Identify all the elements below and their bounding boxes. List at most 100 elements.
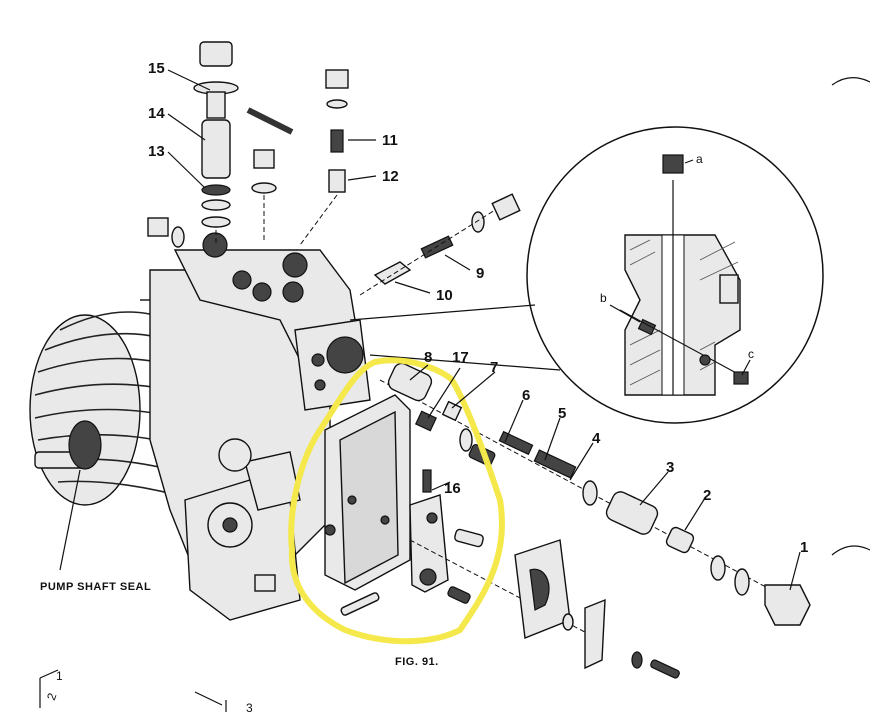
bracket-clip <box>584 598 606 670</box>
bracket-channel <box>339 410 399 585</box>
part-7-seat <box>441 400 463 422</box>
cover-plate-assembly <box>514 539 680 679</box>
label-12: 12 <box>382 168 399 185</box>
top-stack-parts <box>193 41 294 246</box>
drain-plug <box>254 574 276 592</box>
clip-screw <box>650 659 680 679</box>
margin-marks: 1 2 3 <box>39 669 253 712</box>
bore-small-2 <box>314 379 326 391</box>
page-arc-top <box>831 77 870 86</box>
label-6: 6 <box>522 387 530 404</box>
bore-small-1 <box>311 353 325 367</box>
part-2-seat <box>665 526 695 554</box>
bracket-hole-2 <box>380 515 390 525</box>
part-13-ring <box>201 184 231 196</box>
part-5-spring <box>533 449 577 479</box>
part-17-plug <box>414 410 438 432</box>
bracket-hole-1 <box>347 495 357 505</box>
label-7: 7 <box>490 359 498 376</box>
label-10: 10 <box>436 287 453 304</box>
boss <box>218 438 252 472</box>
lever-pivot <box>426 512 438 524</box>
gear-hub <box>222 517 238 533</box>
detail-hatch <box>629 239 739 386</box>
pump-housing <box>29 232 371 621</box>
left-washer <box>171 226 185 248</box>
lever-arm <box>409 494 449 593</box>
port-c <box>282 281 304 303</box>
part-8-sleeve <box>387 362 433 402</box>
washer-13c <box>201 216 231 228</box>
washer-11 <box>326 99 348 109</box>
label-2: 2 <box>703 487 711 504</box>
stem <box>206 91 226 119</box>
part-14-sleeve <box>201 119 231 179</box>
bracket-bolt <box>454 528 484 548</box>
label-11: 11 <box>382 132 398 149</box>
washer-2b <box>710 555 726 581</box>
guide-line-3 <box>299 194 338 246</box>
plate-washer <box>562 613 574 631</box>
detail-inset <box>349 126 824 424</box>
washer-7b <box>459 428 473 452</box>
part-11-spring <box>330 129 344 153</box>
margin-mark-3: 3 <box>246 701 253 712</box>
port-top <box>282 252 308 278</box>
gear-flange <box>244 451 301 511</box>
bracket-screw <box>447 586 471 604</box>
clip-washer <box>631 651 643 669</box>
detail-label-a: a <box>696 152 703 166</box>
plug-11-top <box>325 69 349 89</box>
pump-shaft-seal-label: PUMP SHAFT SEAL <box>40 581 151 593</box>
small-washer <box>251 182 277 194</box>
label-1: 1 <box>800 539 808 556</box>
bracket-hole-3 <box>324 524 336 536</box>
small-nut <box>253 149 275 169</box>
washer-1b <box>734 568 750 596</box>
part-10-needle <box>373 261 412 285</box>
label-13: 13 <box>148 143 165 160</box>
part-9-plug <box>491 193 521 221</box>
parts-9-10 <box>359 193 521 296</box>
left-plug <box>147 217 169 237</box>
top-nut <box>199 41 233 67</box>
cover-plate-slot <box>529 568 550 611</box>
leader-detail-upper <box>349 304 536 321</box>
exploded-row-1-8 <box>379 362 811 626</box>
detail-diagonal <box>619 309 741 376</box>
pump-shaft-seal <box>68 420 102 470</box>
detail-plug-a <box>662 154 684 174</box>
detail-plug-c <box>733 371 749 385</box>
leader-detail-lower <box>369 354 561 371</box>
part-12-poppet <box>328 169 346 193</box>
part-4-ring <box>582 480 598 506</box>
margin-mark-2: 2 <box>44 691 60 702</box>
leader-lines <box>59 69 801 591</box>
detail-label-c: c <box>748 347 754 361</box>
port-left <box>202 232 228 258</box>
page-arc-bottom <box>831 545 870 556</box>
part-9-washer <box>471 211 485 233</box>
label-16: 16 <box>444 480 461 497</box>
port-a <box>232 270 252 290</box>
label-14: 14 <box>148 105 165 122</box>
highlight-outline <box>288 357 505 645</box>
label-3: 3 <box>666 459 674 476</box>
bracket-pin <box>340 592 380 616</box>
figure-caption: FIG. 91. <box>395 656 439 668</box>
pin <box>246 107 294 135</box>
part-3-piston <box>605 491 659 535</box>
detail-part-b <box>637 318 657 336</box>
detail-label-b: b <box>600 291 607 305</box>
label-5: 5 <box>558 405 566 422</box>
part-16-spring <box>422 469 432 493</box>
label-8: 8 <box>424 349 432 366</box>
left-fitting <box>147 217 185 248</box>
bracket-assembly-16 <box>324 394 601 641</box>
label-15: 15 <box>148 60 165 77</box>
margin-mark-1: 1 <box>56 669 63 683</box>
port-b <box>252 282 272 302</box>
part-1-plug <box>764 584 811 626</box>
bore-large <box>326 336 364 374</box>
